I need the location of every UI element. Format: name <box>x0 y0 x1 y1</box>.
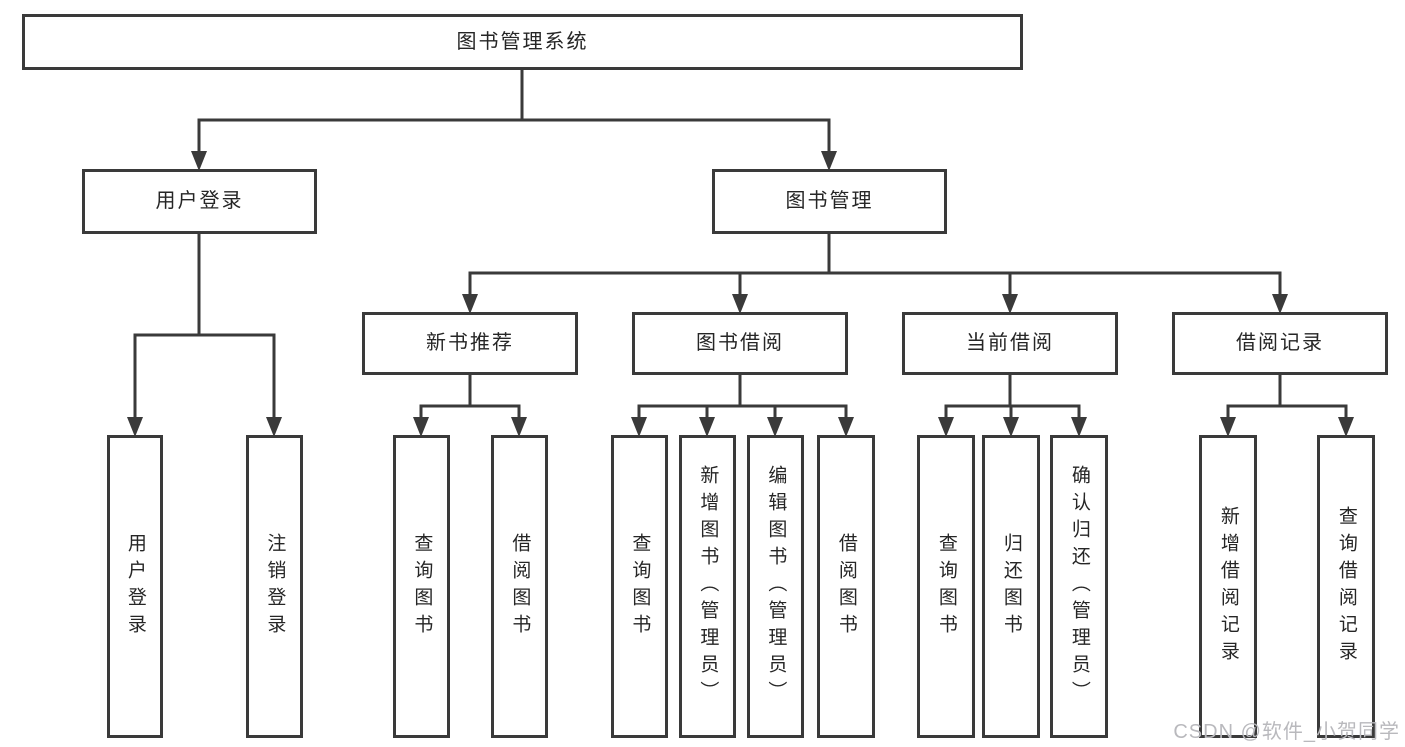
arrow-down-icon <box>1002 294 1018 314</box>
arrow-down-icon <box>699 417 715 437</box>
node-root: 图书管理系统 <box>22 14 1023 70</box>
node-leaf-edit-books: 编辑图书（管理员） <box>747 435 804 738</box>
node-leaf-query-books-2: 查询图书 <box>611 435 668 738</box>
node-leaf-logout: 注销登录 <box>246 435 303 738</box>
arrow-down-icon <box>127 417 143 437</box>
arrow-down-icon <box>511 417 527 437</box>
node-leaf-query-books-3: 查询图书 <box>917 435 975 738</box>
arrow-down-icon <box>631 417 647 437</box>
node-borrow-records: 借阅记录 <box>1172 312 1388 375</box>
arrow-down-icon <box>413 417 429 437</box>
node-user-login: 用户登录 <box>82 169 317 234</box>
node-leaf-add-borrow-record: 新增借阅记录 <box>1199 435 1257 738</box>
node-current-borrow: 当前借阅 <box>902 312 1118 375</box>
arrow-down-icon <box>1220 417 1236 437</box>
arrow-down-icon <box>1338 417 1354 437</box>
watermark: CSDN @软件_小贺同学 <box>1173 721 1400 743</box>
node-leaf-query-borrow-record: 查询借阅记录 <box>1317 435 1375 738</box>
arrow-down-icon <box>191 151 207 171</box>
node-book-management: 图书管理 <box>712 169 947 234</box>
arrow-down-icon <box>1003 417 1019 437</box>
node-leaf-borrow-books-1: 借阅图书 <box>491 435 548 738</box>
node-new-book-recommend: 新书推荐 <box>362 312 578 375</box>
arrow-down-icon <box>838 417 854 437</box>
arrow-down-icon <box>767 417 783 437</box>
arrow-down-icon <box>1071 417 1087 437</box>
arrow-down-icon <box>821 151 837 171</box>
node-leaf-add-books: 新增图书（管理员） <box>679 435 736 738</box>
arrow-down-icon <box>266 417 282 437</box>
node-leaf-confirm-return: 确认归还（管理员） <box>1050 435 1108 738</box>
node-leaf-user-login: 用户登录 <box>107 435 163 738</box>
arrow-down-icon <box>1272 294 1288 314</box>
arrow-down-icon <box>462 294 478 314</box>
node-leaf-query-books-1: 查询图书 <box>393 435 450 738</box>
arrow-down-icon <box>732 294 748 314</box>
node-book-borrow: 图书借阅 <box>632 312 848 375</box>
node-leaf-return-books: 归还图书 <box>982 435 1040 738</box>
node-leaf-borrow-books-2: 借阅图书 <box>817 435 875 738</box>
arrow-down-icon <box>938 417 954 437</box>
